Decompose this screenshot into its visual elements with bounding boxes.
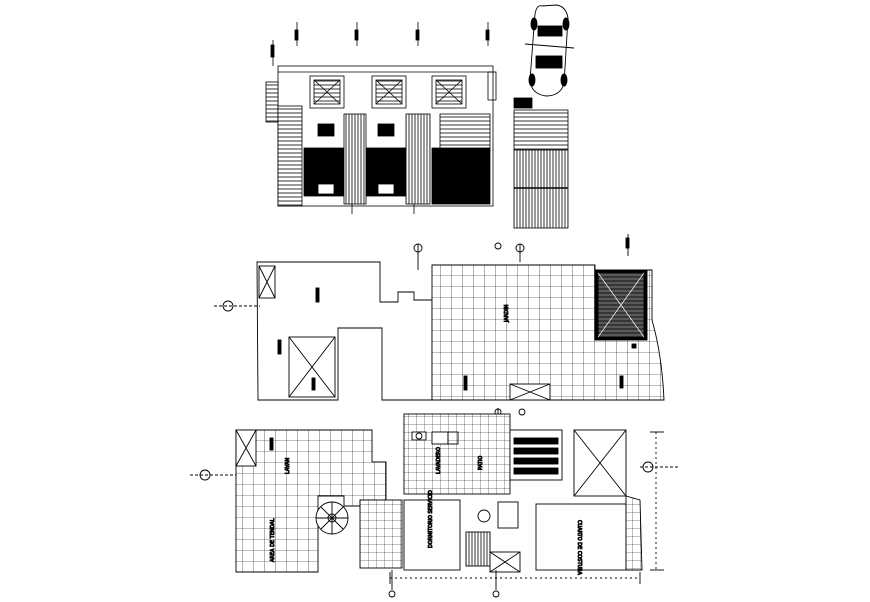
section-marker-icon [388, 570, 500, 598]
spiral-stair-icon [315, 501, 349, 535]
north-arrow-icon [413, 234, 630, 270]
room-label-costura: CUARTO DE COSTURA [576, 520, 582, 575]
section-marker-icon [270, 22, 490, 66]
room-label-patio: PATIO [478, 456, 484, 470]
top-roof-plan [265, 22, 497, 214]
car-icon [524, 4, 575, 97]
ramp-block [513, 97, 569, 229]
room-label-tendal: AREA DE TENDAL [270, 518, 276, 562]
room-label-lavan: LAVAN [285, 457, 291, 474]
section-marker-icon [214, 300, 260, 312]
bottom-floor-plan: AREA DE TENDAL LAVAN LAVADERO PATIO DORM… [190, 408, 680, 598]
room-label-lavadero: LAVADERO [436, 447, 442, 474]
middle-floor-plan: JARDIN [214, 234, 665, 401]
skylight [309, 75, 467, 109]
room-label-dormitorio: DORMITORIO SERVICIO [428, 490, 434, 548]
room-label-garden: JARDIN [504, 304, 510, 323]
